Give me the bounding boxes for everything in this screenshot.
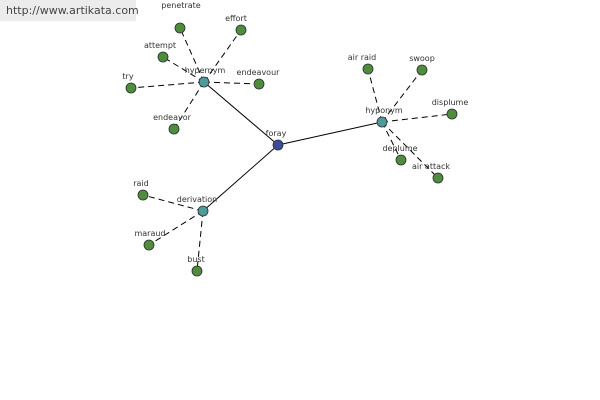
node-try[interactable] bbox=[125, 82, 137, 94]
node-penetrate[interactable] bbox=[174, 22, 186, 34]
edge-layer bbox=[130, 27, 453, 272]
node-hyponym[interactable] bbox=[376, 116, 388, 128]
watermark-url: http://www.artikata.com bbox=[6, 4, 139, 17]
node-raid[interactable] bbox=[137, 189, 149, 201]
edge-hyponym-displume bbox=[381, 113, 453, 123]
label-air-attack: air attack bbox=[412, 162, 450, 171]
edge-hyponym-deplume bbox=[381, 121, 402, 161]
node-hypernym[interactable] bbox=[198, 76, 210, 88]
node-endeavor[interactable] bbox=[168, 123, 180, 135]
node-endeavour[interactable] bbox=[253, 78, 265, 90]
edge-derivation-maraud bbox=[148, 210, 204, 246]
label-swoop: swoop bbox=[409, 54, 435, 63]
edge-foray-hypernym bbox=[203, 81, 279, 146]
node-bust[interactable] bbox=[191, 265, 203, 277]
edge-hyponym-air-attack bbox=[381, 121, 439, 179]
label-layer: foray hypernym hyponym derivation penetrate e… bbox=[122, 1, 468, 264]
label-hyponym: hyponym bbox=[365, 106, 403, 115]
label-hypernym: hypernym bbox=[185, 66, 226, 75]
edge-foray-hyponym bbox=[277, 121, 383, 146]
label-derivation: derivation bbox=[177, 195, 217, 204]
label-endeavour: endeavour bbox=[237, 68, 281, 77]
node-swoop[interactable] bbox=[416, 64, 428, 76]
node-deplume[interactable] bbox=[395, 154, 407, 166]
label-raid: raid bbox=[133, 179, 149, 188]
edge-foray-derivation bbox=[202, 144, 279, 212]
edge-hypernym-try bbox=[130, 81, 205, 89]
node-foray[interactable] bbox=[272, 139, 284, 151]
edge-hyponym-air-raid bbox=[367, 68, 383, 123]
node-derivation[interactable] bbox=[197, 205, 209, 217]
edge-hyponym-swoop bbox=[381, 69, 423, 123]
node-air-attack[interactable] bbox=[432, 172, 444, 184]
edge-derivation-bust bbox=[196, 210, 204, 272]
label-effort: effort bbox=[225, 14, 247, 23]
label-penetrate: penetrate bbox=[161, 1, 200, 10]
edge-derivation-raid bbox=[142, 194, 204, 212]
node-maraud[interactable] bbox=[143, 239, 155, 251]
node-displume[interactable] bbox=[446, 108, 458, 120]
label-maraud: maraud bbox=[134, 229, 165, 238]
label-try: try bbox=[122, 72, 133, 81]
label-attempt: attempt bbox=[144, 41, 176, 50]
edge-hypernym-attempt bbox=[162, 56, 205, 83]
edge-hypernym-effort bbox=[203, 29, 242, 83]
label-bust: bust bbox=[187, 255, 204, 264]
edge-hypernym-endeavour bbox=[203, 81, 260, 85]
node-attempt[interactable] bbox=[157, 51, 169, 63]
node-air-raid[interactable] bbox=[362, 63, 374, 75]
watermark-badge: http://www.artikata.com bbox=[0, 0, 139, 21]
label-endeavor: endeavor bbox=[153, 113, 192, 122]
label-foray: foray bbox=[266, 129, 287, 138]
label-air-raid: air raid bbox=[348, 53, 376, 62]
node-layer bbox=[125, 22, 458, 277]
node-effort[interactable] bbox=[235, 24, 247, 36]
label-displume: displume bbox=[432, 98, 469, 107]
label-deplume: deplume bbox=[382, 144, 417, 153]
